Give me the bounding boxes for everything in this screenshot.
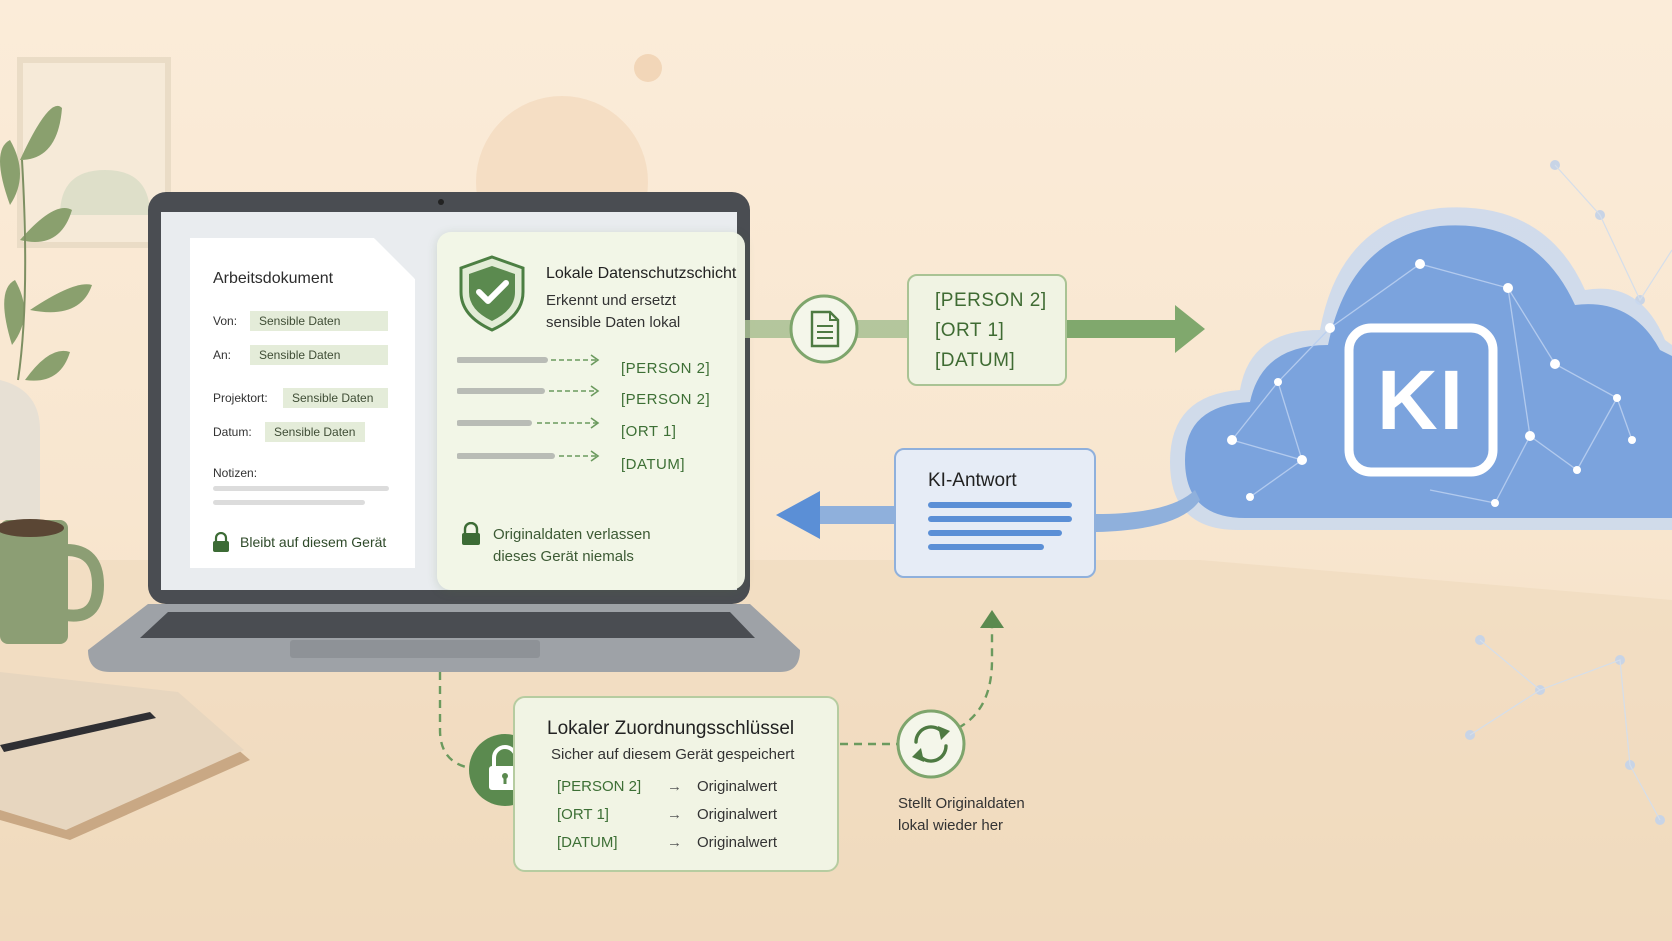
mapping-key-subtitle: Sicher auf diesem Gerät gespeichert	[551, 746, 795, 763]
outgoing-token-location: [ORT 1]	[935, 320, 1005, 341]
field-label-from: Von:	[213, 314, 238, 328]
cloud	[1170, 207, 1672, 531]
notes-line	[213, 486, 389, 491]
restore-link-dashed	[957, 628, 994, 730]
restore-arrow-head	[980, 610, 1004, 628]
trackpad	[290, 640, 540, 658]
answer-text-line	[928, 516, 1072, 522]
field-value-date: Sensible Daten	[265, 422, 365, 442]
token-person: [PERSON 2]	[621, 391, 711, 408]
token-location: [ORT 1]	[621, 423, 677, 440]
privacy-layer-card: Lokale Datenschutzschicht Erkennt und er…	[437, 232, 745, 590]
mapping-key-card: Lokaler Zuordnungsschlüssel Sicher auf d…	[513, 696, 839, 872]
mapping-value: Originalwert	[697, 834, 778, 851]
privacy-layer-footer-2: dieses Gerät niemals	[493, 548, 634, 565]
field-value-to: Sensible Daten	[250, 345, 388, 365]
outgoing-token-box: [PERSON 2] [ORT 1] [DATUM]	[907, 274, 1067, 386]
plant-leaves	[0, 105, 92, 381]
notes-label: Notizen:	[213, 466, 258, 480]
token-date: [DATUM]	[621, 456, 686, 473]
privacy-layer-subtitle-1: Erkennt und ersetzt	[546, 292, 677, 309]
restore-circle	[896, 709, 966, 779]
mapping-token: [DATUM]	[557, 834, 618, 851]
ki-label: KI	[1377, 352, 1465, 447]
incoming-band	[1096, 490, 1200, 532]
replacement-arrows	[457, 354, 600, 462]
mapping-arrow: →	[667, 778, 682, 795]
restore-caption-line-1: Stellt Originaldaten	[898, 795, 1025, 812]
field-value-location: Sensible Daten	[283, 388, 388, 408]
ai-answer-card: KI-Antwort	[894, 448, 1096, 578]
answer-text-line	[928, 502, 1072, 508]
mapping-token: [PERSON 2]	[557, 778, 642, 795]
mapping-token: [ORT 1]	[557, 806, 609, 823]
document-card: Arbeitsdokument Von: Sensible Daten An: …	[190, 238, 415, 568]
mapping-value: Originalwert	[697, 778, 778, 795]
key-link-dashed	[438, 672, 471, 770]
keyboard	[140, 612, 755, 638]
lock-icon	[213, 532, 229, 552]
token-person: [PERSON 2]	[621, 360, 711, 377]
privacy-layer-footer-1: Originaldaten verlassen	[493, 526, 651, 543]
cloud-network-nodes	[1227, 259, 1636, 507]
outgoing-token-person: [PERSON 2]	[935, 290, 1047, 311]
answer-text-line	[928, 544, 1044, 550]
mapping-arrow: →	[667, 806, 682, 823]
incoming-band	[820, 506, 894, 524]
field-label-location: Projektort:	[213, 391, 268, 405]
field-label-to: An:	[213, 348, 232, 362]
decor-dot	[634, 54, 662, 82]
incoming-arrow	[776, 491, 820, 539]
outgoing-arrow	[1067, 305, 1205, 353]
document-footer: Bleibt auf diesem Gerät	[240, 534, 387, 550]
answer-text-line	[928, 530, 1062, 536]
document-transfer-circle	[789, 294, 859, 364]
notes-line	[213, 500, 365, 505]
lock-icon	[462, 522, 480, 545]
ai-answer-title: KI-Antwort	[928, 470, 1017, 491]
outgoing-token-date: [DATUM]	[935, 350, 1016, 371]
document-title: Arbeitsdokument	[213, 270, 334, 287]
coffee-mug	[0, 519, 105, 644]
notebook	[0, 672, 250, 840]
webcam	[438, 199, 444, 205]
refresh-icon-heads	[912, 726, 950, 762]
document-icon	[810, 310, 840, 348]
restore-caption-line-2: lokal wieder her	[898, 817, 1004, 834]
ki-badge	[1344, 323, 1498, 477]
mapping-value: Originalwert	[697, 806, 778, 823]
shield-check-icon	[459, 255, 525, 332]
field-value-from: Sensible Daten	[250, 311, 388, 331]
mapping-key-title: Lokaler Zuordnungsschlüssel	[547, 718, 795, 739]
plant-pot	[0, 380, 40, 520]
restore-caption: Stellt Originaldaten lokal wieder her	[898, 793, 1025, 837]
privacy-layer-title: Lokale Datenschutzschicht	[546, 265, 737, 282]
privacy-layer-subtitle-2: sensible Daten lokal	[546, 314, 681, 331]
field-label-date: Datum:	[213, 425, 252, 439]
mapping-arrow: →	[667, 834, 682, 851]
